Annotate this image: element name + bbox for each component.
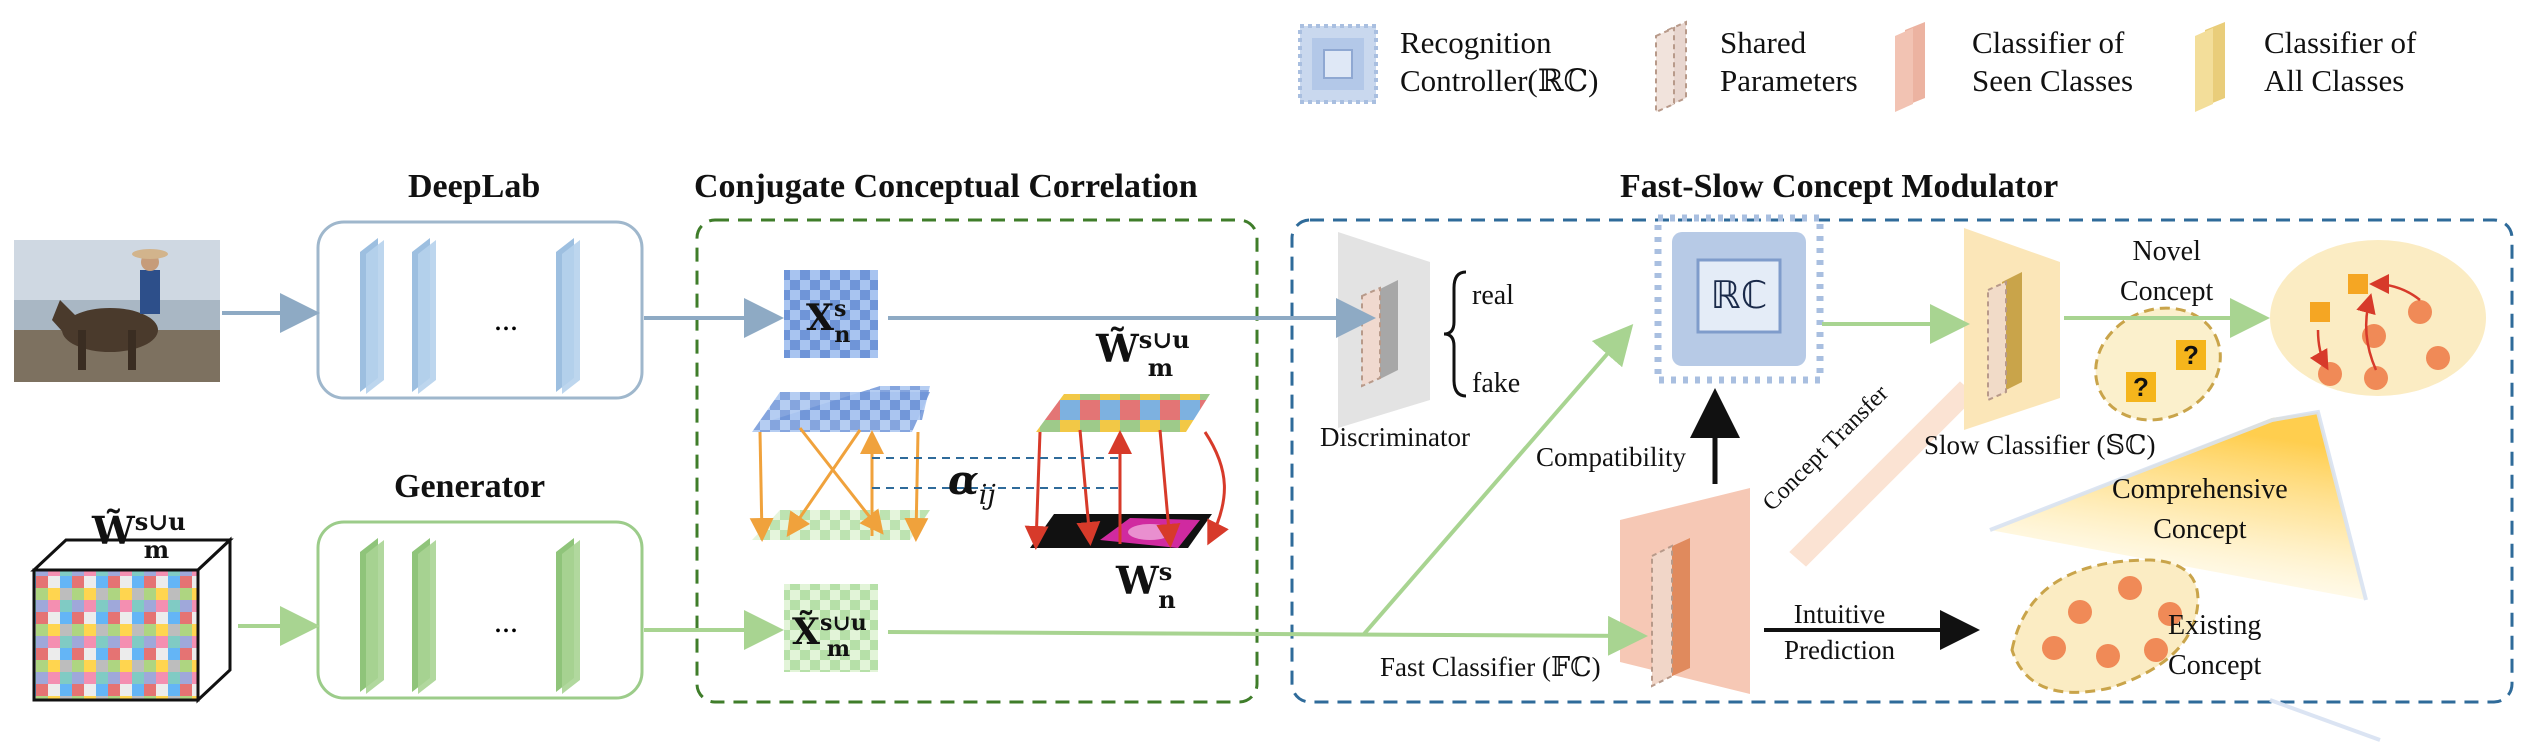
real-fake-brace <box>1443 270 1467 398</box>
xn-feature-map <box>784 270 878 358</box>
novel-concept-cluster <box>2270 240 2486 396</box>
seen-classifier-icon <box>1895 22 1925 112</box>
fast-classifier-label: Fast Classifier (𝔽ℂ) <box>1380 652 1601 682</box>
ccc-title: Conjugate Conceptual Correlation <box>694 168 1198 205</box>
legend <box>1298 20 2225 114</box>
comprehensive-spotlight <box>1990 412 2366 600</box>
fscm-box <box>1290 218 2514 704</box>
compatibility-label: Compatibility <box>1536 442 1687 472</box>
generator-layers <box>360 538 580 694</box>
legend-all-label: Classifier of All Classes <box>2264 25 2417 98</box>
legend-seen-label: Classifier of Seen Classes <box>1972 25 2134 98</box>
question-mark-1: ? <box>2133 372 2149 402</box>
all-classifier-icon <box>2195 22 2225 112</box>
arrow-xm-to-fast-classifier <box>887 615 1648 656</box>
comprehensive-light-lines <box>1989 409 2368 601</box>
ccc-box <box>695 218 1259 704</box>
dots-deeplab: ... <box>494 301 518 337</box>
legend-shared-label: Shared Parameters <box>1720 25 1858 98</box>
rc-chip-label: ℝℂ <box>1711 273 1768 317</box>
slow-classifier-label: Slow Classifier (𝕊ℂ) <box>1924 430 2156 460</box>
recognition-controller-chip <box>1654 214 1824 384</box>
intuitive-prediction-label: Intuitive Prediction <box>1784 599 1895 665</box>
dots-generator: ... <box>494 603 518 639</box>
question-mark-2: ? <box>2183 340 2199 370</box>
deeplab-layers <box>360 238 580 394</box>
fake-label: fake <box>1472 368 1521 399</box>
noise-cube <box>30 536 234 704</box>
alpha-ij: αij <box>948 457 996 511</box>
fast-classifier-icon <box>1620 488 1750 694</box>
comprehensive-concept-label: Comprehensive Concept <box>2112 474 2288 545</box>
existing-concept-label: Existing Concept <box>2168 610 2262 681</box>
generator-title: Generator <box>394 468 546 505</box>
input-image <box>14 240 220 382</box>
existing-concept-cluster <box>2010 558 2200 694</box>
discriminator-icon <box>1338 232 1430 428</box>
arrow-xm-to-rc <box>1362 323 1634 636</box>
chip-icon <box>1298 24 1378 104</box>
legend-rc-label: Recognition Controller(ℝℂ) <box>1400 25 1599 98</box>
shared-parameters-icon <box>1655 20 1687 114</box>
xm-feature-map <box>784 584 878 672</box>
novel-concept-label: Novel Concept <box>2120 236 2214 307</box>
deeplab-title: DeepLab <box>408 168 541 205</box>
real-label: real <box>1472 280 1514 311</box>
fscm-title: Fast-Slow Concept Modulator <box>1620 168 2059 205</box>
slow-classifier-icon <box>1964 228 2060 430</box>
question-cluster <box>2094 306 2222 422</box>
correlation-graphic <box>749 386 1229 550</box>
discriminator-label: Discriminator <box>1320 422 1470 452</box>
